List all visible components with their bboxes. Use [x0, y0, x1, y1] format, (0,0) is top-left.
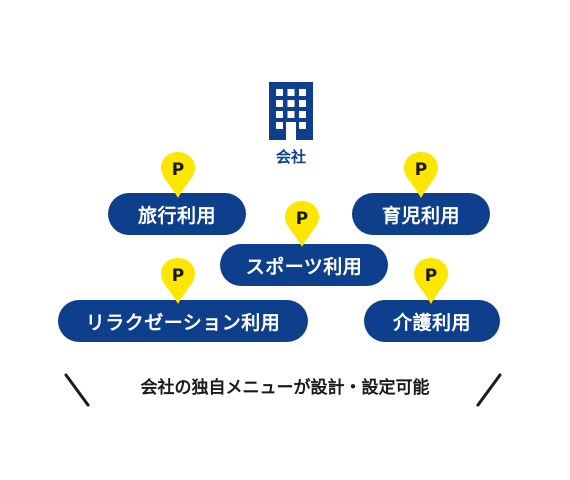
usage-relaxation: リラクゼーション利用 — [58, 300, 308, 342]
usage-travel: 旅行利用 — [108, 193, 246, 235]
pin-letter: P — [296, 209, 308, 229]
point-pin-icon: P — [404, 152, 438, 198]
left-slash-decoration — [64, 373, 90, 407]
office-building-icon — [269, 82, 313, 140]
pin-letter: P — [415, 160, 427, 180]
point-pin-icon: P — [414, 258, 448, 304]
usage-sports: スポーツ利用 — [220, 244, 388, 286]
pin-letter: P — [172, 266, 184, 286]
usage-nursing: 介護利用 — [364, 300, 500, 342]
point-pin-icon: P — [161, 152, 195, 198]
point-pin-icon: P — [161, 258, 195, 304]
pin-letter: P — [425, 266, 437, 286]
company-label: 会社 — [275, 148, 306, 166]
right-slash-decoration — [476, 373, 502, 407]
usage-childcare: 育児利用 — [352, 193, 490, 235]
point-pin-icon: P — [285, 201, 319, 247]
footer-caption: 会社の独自メニューが設計・設定可能 — [140, 378, 430, 398]
pin-letter: P — [172, 160, 184, 180]
